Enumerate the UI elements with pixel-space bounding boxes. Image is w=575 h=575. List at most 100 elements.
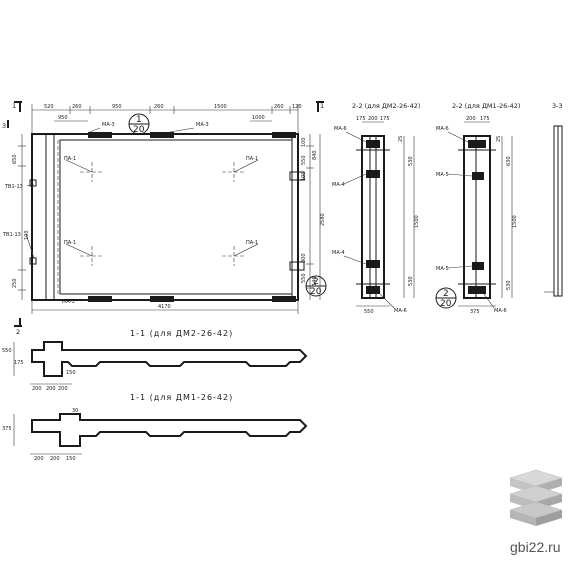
- rib-outline: [463, 135, 491, 299]
- side-mark: ТВ1-13: [2, 232, 21, 238]
- dim-text: 200: [466, 116, 476, 122]
- plate-label: МА-6: [436, 126, 449, 132]
- section-title: 1-1 (для ДМ2-26-42): [130, 329, 233, 338]
- dim-text: 100: [301, 137, 307, 147]
- dim-text: 100: [24, 230, 30, 240]
- embedded-plate: [88, 296, 112, 302]
- plate-label: МА-4: [332, 250, 345, 256]
- dim-text: 1500: [414, 215, 420, 228]
- dim-text: 950: [112, 104, 122, 110]
- plate-label: МА-4: [332, 182, 345, 188]
- site-watermark: gbi22.ru: [510, 539, 561, 555]
- dim-text: 200: [368, 116, 378, 122]
- section-22-dm2: 2-2 (для ДМ2-26-42) 175 200 175 25 530 1…: [332, 102, 420, 315]
- svg-text:1: 1: [320, 102, 324, 110]
- dim-text: 260: [72, 104, 82, 110]
- section-11-dm1: 1-1 (для ДМ1-26-42) 375 200 200 150 30: [2, 393, 308, 462]
- dim-text: 300: [301, 253, 307, 263]
- dim-text: 375: [470, 309, 480, 315]
- dim-text: 520: [44, 104, 54, 110]
- cut-mark: 2: [16, 328, 20, 336]
- section-title: 2-2 (для ДМ1-26-42): [452, 102, 520, 110]
- dim-text: 4170: [158, 304, 171, 310]
- embedded-plate: [472, 172, 484, 180]
- dim-text: 840: [312, 150, 318, 160]
- dim-text: 550: [364, 309, 374, 315]
- main-plan-view: ПА-1 ПА-1 ПА-1 ПА-1 ТВ1-13 ТВ1-13 МА-3 М…: [2, 101, 327, 336]
- lifting-loop: [65, 243, 104, 266]
- plate-label: МА-5: [436, 172, 449, 178]
- rib-outline: [361, 135, 385, 299]
- plate-label: МА-3: [102, 122, 115, 128]
- site-logo-icon: [509, 469, 563, 526]
- dim-text: 200: [32, 386, 42, 392]
- dim-text: 260: [274, 104, 284, 110]
- dim-text: 550: [2, 348, 12, 354]
- embedded-plate: [366, 140, 380, 148]
- svg-text:1: 1: [12, 102, 16, 110]
- dim-text: 550: [301, 155, 307, 165]
- embedded-plate: [366, 260, 380, 268]
- dim-text: 250: [12, 278, 18, 288]
- section-title: 1-1 (для ДМ1-26-42): [130, 393, 233, 402]
- loop-label: ПА-1: [246, 156, 258, 162]
- svg-text:3: 3: [2, 122, 6, 130]
- embedded-plate: [272, 132, 296, 138]
- dim-text: 2580: [320, 213, 326, 226]
- side-mark: ТВ1-13: [4, 184, 23, 190]
- embedded-plate: [88, 132, 112, 138]
- lifting-loop: [65, 159, 104, 182]
- dim-text: 150: [66, 370, 76, 376]
- section-profile: [31, 413, 308, 447]
- dim-text: 530: [408, 276, 414, 286]
- dim-text: 100: [301, 171, 307, 181]
- dim-text: 200: [46, 386, 56, 392]
- embedded-plate: [468, 140, 486, 148]
- dim-text: 1500: [214, 104, 227, 110]
- callout-sheet: 20: [133, 125, 145, 135]
- callout-sheet: 20: [310, 287, 322, 297]
- plate-label: МА-5: [436, 266, 449, 272]
- dim-text: 175: [14, 360, 24, 366]
- dim-text: 1500: [512, 215, 518, 228]
- section-title: 3-3: [552, 102, 563, 110]
- section-11-dm2: 1-1 (для ДМ2-26-42) 550 175 200 200 200 …: [2, 329, 308, 392]
- dim-text: 175: [380, 116, 390, 122]
- embedded-plate: [150, 132, 174, 138]
- callout-sheet: 20: [440, 299, 452, 309]
- section-33: 3-3: [544, 102, 563, 297]
- loop-label: ПА-1: [64, 240, 76, 246]
- embedded-plate: [468, 286, 486, 294]
- dim-text: 375: [2, 426, 12, 432]
- dim-text: 950: [58, 115, 68, 121]
- section-profile: [31, 341, 308, 377]
- dim-text: 120: [292, 104, 302, 110]
- embedded-plate: [272, 296, 296, 302]
- dim-text: 630: [506, 156, 512, 166]
- dim-text: 550: [301, 273, 307, 283]
- embedded-plate: [366, 286, 380, 294]
- loop-label: ПА-1: [64, 156, 76, 162]
- plate-label: МА-6: [394, 308, 407, 314]
- dim-text: 200: [34, 456, 44, 462]
- plate-label: МА-3: [62, 299, 75, 305]
- dim-text: 25: [398, 136, 404, 142]
- dim-text: 150: [66, 456, 76, 462]
- callout-number: 2: [443, 289, 449, 299]
- socket-detail: [289, 261, 305, 271]
- socket-detail: [289, 171, 305, 181]
- loop-label: ПА-1: [246, 240, 258, 246]
- lifting-loop: [222, 243, 259, 266]
- left-detail: [29, 179, 37, 187]
- dim-text: 530: [408, 156, 414, 166]
- embedded-plate: [366, 170, 380, 178]
- dim-text: 175: [356, 116, 366, 122]
- lifting-loop: [222, 159, 259, 182]
- left-detail: [29, 257, 37, 265]
- dim-text: 200: [50, 456, 60, 462]
- dim-text: 140: [312, 276, 318, 286]
- dim-text: 530: [506, 280, 512, 290]
- plate-label: МА-6: [494, 308, 507, 314]
